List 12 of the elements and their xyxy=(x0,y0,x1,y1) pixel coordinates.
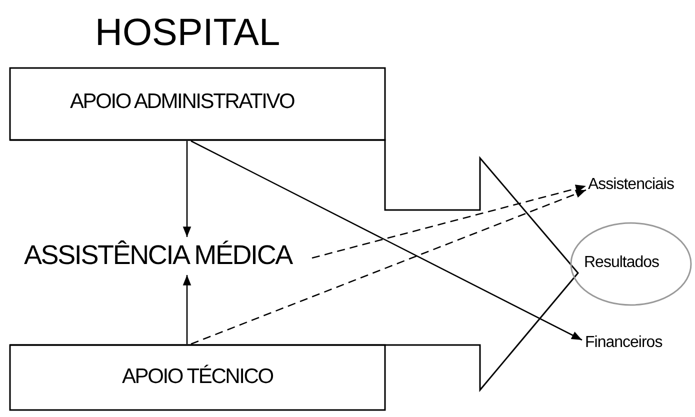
arrow xyxy=(312,184,586,259)
title: HOSPITAL xyxy=(95,12,280,55)
result-label: Financeiros xyxy=(585,334,662,352)
node-label: ASSISTÊNCIA MÉDICA xyxy=(24,240,292,271)
node-label: Resultados xyxy=(584,254,660,272)
arrow xyxy=(190,189,586,345)
arrow xyxy=(190,140,582,341)
node-label: APOIO ADMINISTRATIVO xyxy=(70,90,294,114)
arrow xyxy=(182,141,192,237)
result-label: Assistenciais xyxy=(588,176,674,194)
node-label: APOIO TÉCNICO xyxy=(122,365,273,389)
arrow xyxy=(182,275,192,344)
